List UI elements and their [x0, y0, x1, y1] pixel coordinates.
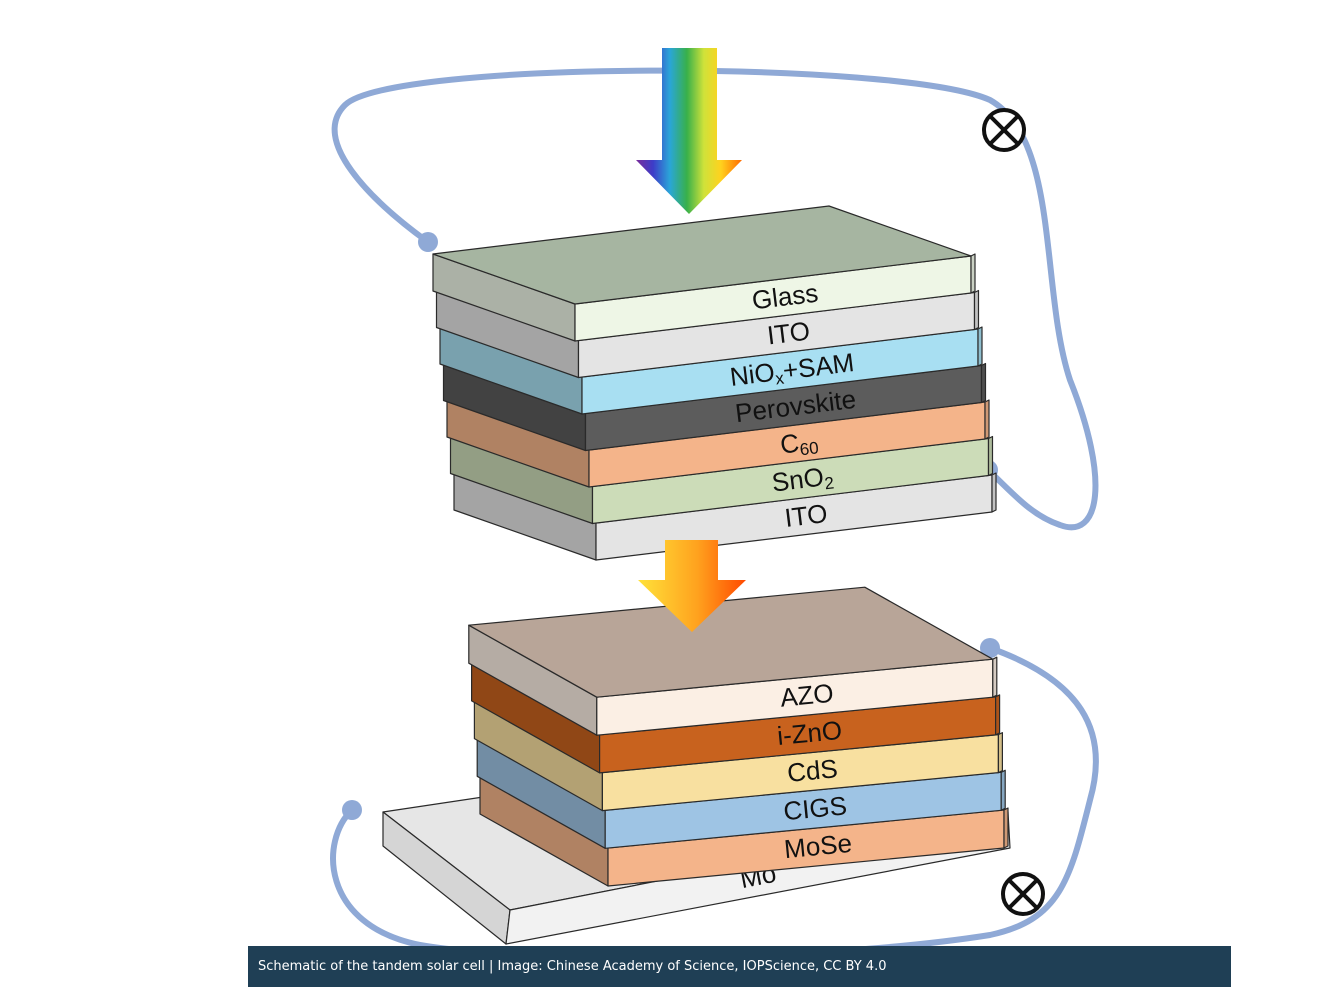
- layer-ito-bottom: ITO: [453, 472, 997, 561]
- layer-label-azo: AZO: [779, 678, 835, 713]
- layer-label-i-zno: i-ZnO: [776, 715, 844, 751]
- layer-right-edge: [991, 472, 997, 513]
- ammeter-symbol-top: [982, 108, 1026, 152]
- bottom-left-contact: [342, 800, 362, 820]
- layer-label-ito-bottom: ITO: [783, 498, 829, 533]
- layer-right-edge: [994, 694, 1001, 736]
- layer-right-edge: [997, 731, 1004, 774]
- stack-top-face: [468, 586, 994, 698]
- layer-right-edge: [1000, 769, 1006, 811]
- top-left-contact: [418, 232, 438, 252]
- bottom-right-contact: [980, 638, 1000, 658]
- layer-niox-sam: NiOx+SAM: [439, 326, 983, 415]
- layer-right-edge: [973, 289, 980, 331]
- stack-top-face: [432, 205, 972, 305]
- transmitted-light-arrow: [638, 540, 746, 632]
- layer-right-edge: [984, 399, 990, 440]
- layer-label-cigs: CIGS: [782, 790, 848, 826]
- layer-cds: CdS: [473, 699, 1004, 812]
- layer-c60: C60: [446, 399, 990, 488]
- layer-right-edge: [992, 656, 998, 698]
- layer-label-mose: MoSe: [783, 828, 853, 864]
- ammeter-symbol-bottom: [1001, 872, 1045, 916]
- layer-right-edge: [977, 326, 983, 367]
- rainbow-light-arrow: [636, 48, 742, 214]
- layer-right-edge: [970, 253, 976, 294]
- layer-label-cds: CdS: [786, 753, 839, 788]
- image-caption: Schematic of the tandem solar cell | Ima…: [248, 946, 1231, 987]
- layer-right-edge: [1003, 807, 1009, 849]
- layer-glass: Glass: [432, 205, 976, 342]
- layer-i-zno: i-ZnO: [471, 662, 1001, 774]
- layer-label-c60: C60: [778, 425, 819, 461]
- layer-label-niox-sam: NiOx+SAM: [728, 347, 856, 393]
- layer-right-edge: [980, 362, 987, 404]
- layer-azo: AZO: [468, 586, 998, 736]
- layer-right-edge: [987, 435, 994, 477]
- layer-label-ito-top: ITO: [765, 316, 811, 351]
- layer-perovskite: Perovskite: [442, 362, 987, 452]
- layer-label-sno2: SnO2: [770, 460, 835, 499]
